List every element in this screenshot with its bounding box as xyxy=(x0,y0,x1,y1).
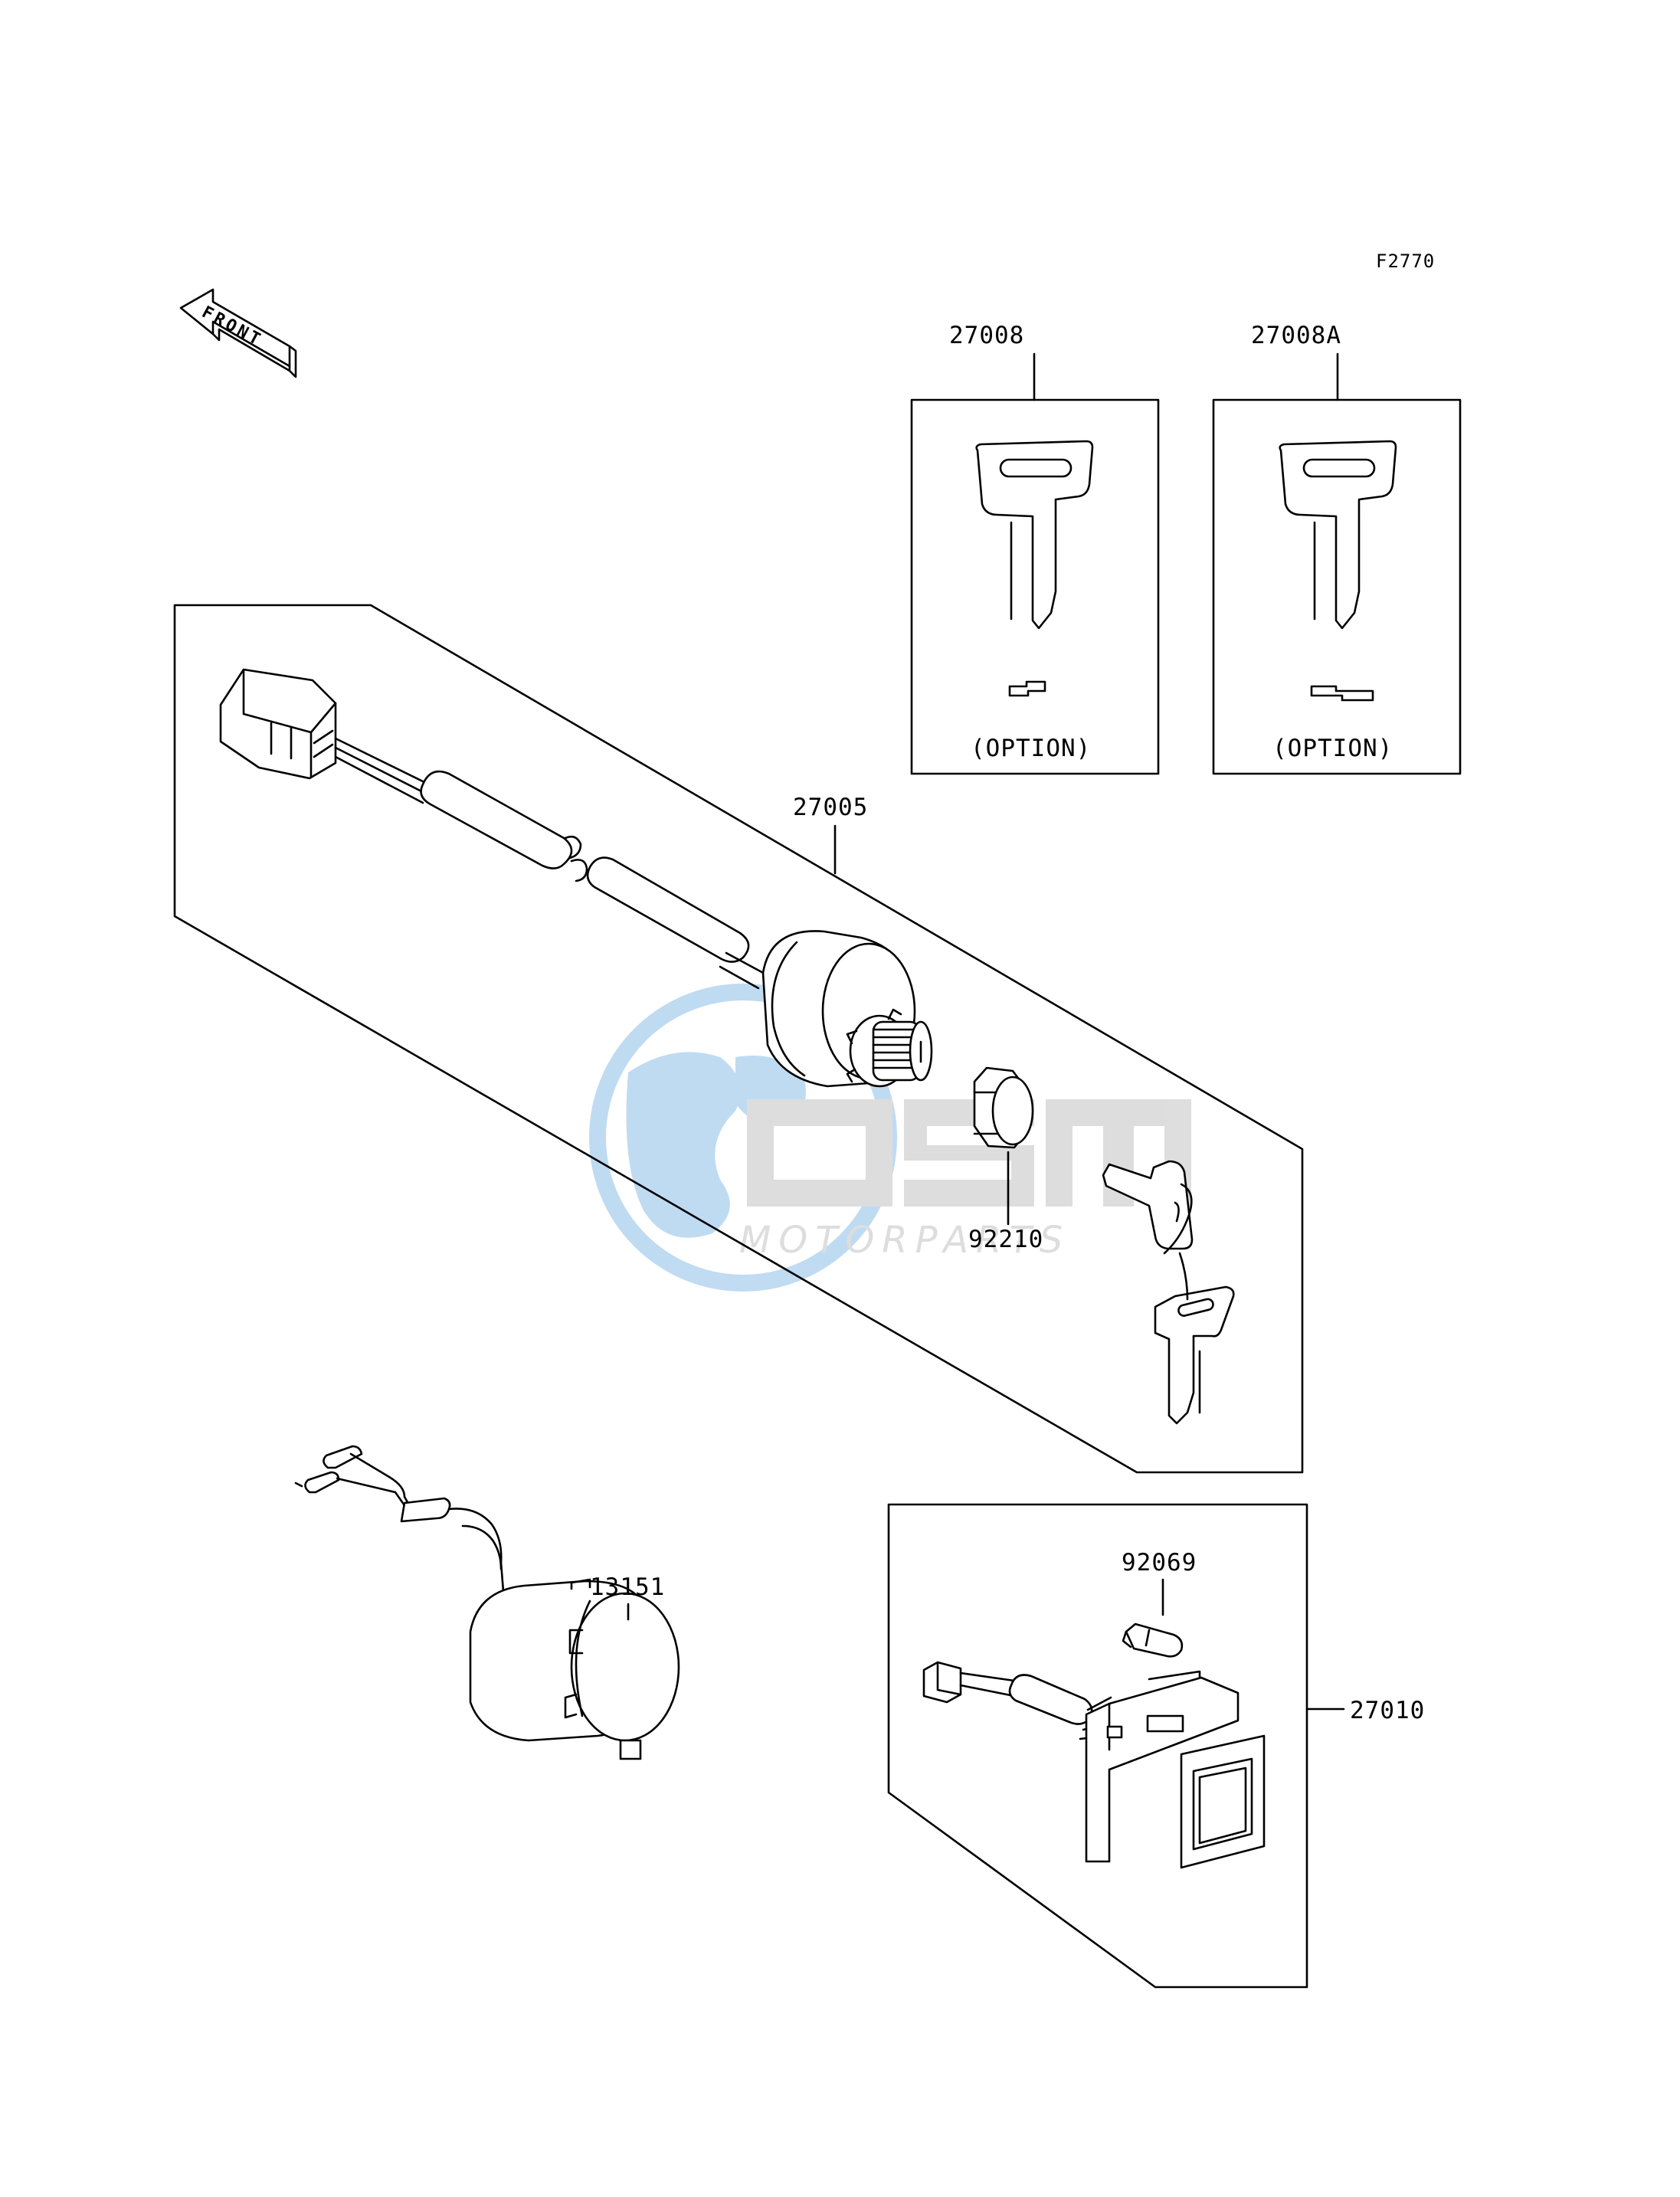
part-27008-label: 27008 xyxy=(949,322,1024,349)
part-27008-note: (OPTION) xyxy=(971,735,1091,762)
part-27010-label: 27010 xyxy=(1350,1697,1425,1724)
part-13151-group: 13151 xyxy=(294,1445,680,1760)
key-icon xyxy=(1279,440,1397,630)
connector-icon xyxy=(922,1661,962,1704)
connector-icon xyxy=(219,668,337,780)
part-27008a-label: 27008A xyxy=(1251,322,1341,349)
part-92069-label: 92069 xyxy=(1122,1549,1197,1577)
part-27005-group: 27005 xyxy=(173,604,1304,1474)
key-set-icon xyxy=(1102,1160,1235,1425)
key-icon xyxy=(975,440,1094,630)
sensor-icon xyxy=(469,1578,680,1760)
bulb-icon xyxy=(1122,1622,1184,1658)
part-27008a-note: (OPTION) xyxy=(1272,735,1393,762)
part-27010-group: 92069 27010 xyxy=(887,1503,1425,1989)
part-27008a-group: 27008A (OPTION) xyxy=(1212,322,1462,775)
part-27008-group: 27008 (OPTION) xyxy=(910,322,1160,775)
watermark-logo: MOTORPARTS xyxy=(589,984,1191,1292)
nut-icon xyxy=(973,1066,1034,1149)
part-27005-label: 27005 xyxy=(793,794,868,821)
watermark-subtitle: MOTORPARTS xyxy=(739,1219,1070,1262)
front-arrow-icon: FRONT xyxy=(179,288,297,378)
part-13151-label: 13151 xyxy=(590,1573,665,1601)
push-switch-icon xyxy=(1085,1670,1266,1869)
figure-code: F2770 xyxy=(1376,250,1435,272)
ignition-switch-icon xyxy=(761,930,933,1088)
part-92210-label: 92210 xyxy=(968,1226,1043,1253)
